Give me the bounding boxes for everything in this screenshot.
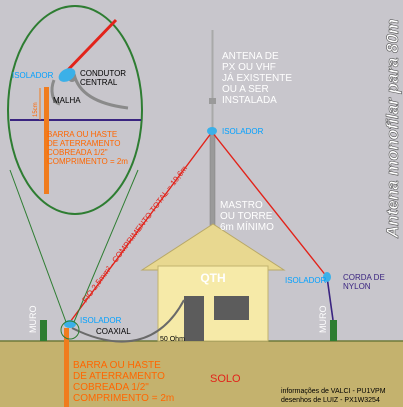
ground-rod-line-1: BARRA OU HASTE — [73, 360, 161, 371]
coax-label: COAXIAL — [96, 327, 131, 336]
mast-line-1: MASTRO — [220, 200, 263, 211]
wall-left — [40, 320, 47, 341]
house: QTH — [140, 223, 286, 342]
insulator-top — [207, 127, 217, 135]
soil-label: SOLO — [210, 373, 241, 385]
wall-right — [330, 320, 337, 341]
detail-ground-rod-line-2: DE ATERRAMENTO — [47, 139, 121, 148]
house-window — [214, 296, 249, 320]
detail-zoom — [7, 5, 143, 323]
detail-conductor-line-1: CONDUTOR — [80, 69, 126, 78]
insulator-right-label: ISOLADOR — [285, 276, 327, 285]
antenna-px-line-5: INSTALADA — [222, 95, 277, 106]
antenna-px-line-4: OU A SER — [222, 84, 269, 95]
nylon-rope-line-2: NYLON — [343, 282, 371, 291]
detail-depth-label: 15cm — [33, 102, 39, 117]
insulator-top-label: ISOLADOR — [222, 127, 264, 136]
wall-right-label: MURO — [318, 306, 328, 334]
detail-ground-rod-line-4: COMPRIMENTO = 2m — [47, 157, 128, 166]
insulator-right — [323, 272, 331, 282]
qth-label: QTH — [200, 271, 225, 285]
insulator-bottom-label: ISOLADOR — [80, 316, 122, 325]
diagram-title: Antena monofilar para 80m — [383, 19, 402, 239]
mast-line-3: 6m MÍNIMO — [220, 220, 274, 233]
antenna-px-line-1: ANTENA DE — [222, 51, 279, 62]
mast-label: MASTRO OU TORRE 6m MÍNIMO — [220, 200, 274, 233]
detail-insulator — [58, 68, 76, 82]
nylon-rope-line-1: CORDA DE — [343, 273, 385, 282]
mast-line-2: OU TORRE — [220, 211, 273, 222]
antenna-px-line-2: PX OU VHF — [222, 62, 276, 73]
detail-braid — [50, 79, 61, 106]
detail-conductor-line-2: CENTRAL — [80, 78, 118, 87]
antenna-px-line-3: JÁ EXISTENTE — [222, 71, 292, 84]
px-antenna-base — [209, 98, 216, 104]
antenna-px-label: ANTENA DE PX OU VHF JÁ EXISTENTE OU A SE… — [222, 51, 292, 106]
px-antenna — [211, 30, 214, 130]
detail-ground-rod — [44, 87, 49, 194]
ohm-label: 50 Ohm — [160, 336, 185, 343]
credits-line-2: desenhos de LUIZ - PX1W3254 — [281, 397, 380, 404]
detail-wire — [62, 18, 118, 76]
ground-rod — [64, 328, 69, 407]
detail-insulator-label: ISOLADOR — [12, 71, 54, 80]
detail-braid-label: MALHA — [53, 96, 81, 105]
detail-ground-rod-line-3: COBREADA 1/2" — [47, 148, 108, 157]
house-door — [184, 296, 204, 341]
detail-ground-rod-line-1: BARRA OU HASTE — [47, 130, 117, 139]
ground-rod-line-4: COMPRIMENTO = 2m — [73, 393, 174, 404]
nylon-rope — [326, 276, 334, 321]
wall-left-label: MURO — [28, 306, 38, 334]
ground-rod-line-3: COBREADA 1/2" — [73, 382, 149, 393]
ground-rod-line-2: DE ATERRAMENTO — [73, 371, 165, 382]
insulator-bottom-ring — [60, 320, 80, 340]
ground-rod-label: BARRA OU HASTE DE ATERRAMENTO COBREADA 1… — [73, 360, 174, 404]
credits-line-1: informações de VALCI - PU1VPM — [281, 388, 386, 395]
coax-cable — [71, 299, 185, 343]
